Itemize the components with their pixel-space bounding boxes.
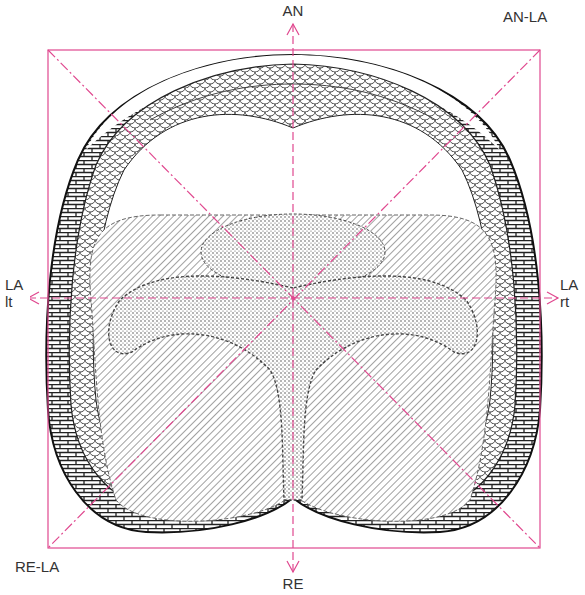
axis-label: RE xyxy=(282,575,305,592)
axis-label: AN-LA xyxy=(502,8,548,25)
axis-label: LA rt xyxy=(559,276,583,310)
axis-label: RE-LA xyxy=(14,558,60,575)
axis-label: LA lt xyxy=(4,276,30,310)
axis-label: AN xyxy=(282,2,305,19)
